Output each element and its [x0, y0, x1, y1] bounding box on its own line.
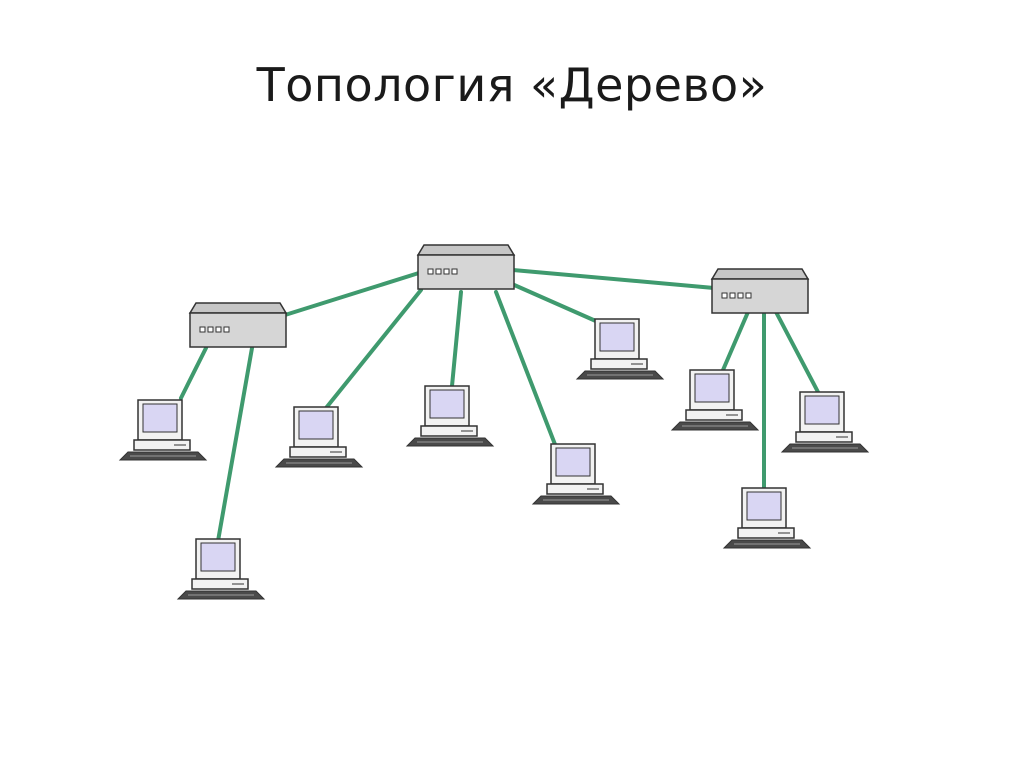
link-hub-root-hub-right: [511, 268, 716, 290]
computer-icon: [670, 369, 760, 431]
network-hub-icon: [710, 268, 810, 314]
link-hub-root-pc-4: [450, 290, 463, 388]
link-hub-right-pc-7: [721, 310, 750, 372]
link-hub-left-pc-1: [179, 346, 208, 400]
computer-icon: [780, 391, 870, 453]
slide-title: Топология «Дерево»: [256, 58, 768, 112]
link-hub-left-pc-2: [216, 346, 254, 543]
network-hub-icon: [416, 244, 516, 290]
computer-icon: [176, 538, 266, 600]
computer-icon: [274, 406, 364, 468]
link-hub-root-pc-3: [324, 288, 423, 410]
link-hub-root-pc-5: [494, 290, 558, 449]
link-hub-right-pc-8: [774, 310, 820, 394]
network-hub-icon: [188, 302, 288, 348]
computer-icon: [575, 318, 665, 380]
nodes-layer: [118, 244, 870, 600]
computer-icon: [531, 443, 621, 505]
computer-icon: [722, 487, 812, 549]
links-layer: [179, 268, 820, 543]
computer-icon: [405, 385, 495, 447]
link-hub-root-pc-6: [510, 282, 600, 324]
link-hub-root-hub-left: [283, 270, 424, 317]
computer-icon: [118, 399, 208, 461]
